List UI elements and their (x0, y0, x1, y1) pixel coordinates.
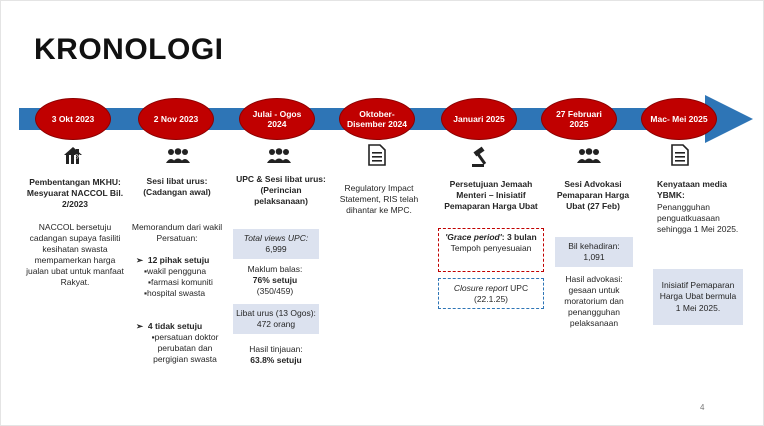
milestone-oval: Januari 2025 (441, 98, 517, 140)
col7-box: Inisiatif Pemaparan Harga Ubat bermula 1… (653, 269, 743, 325)
disagree-label-text: 4 tidak setuju (147, 321, 203, 331)
svg-text:%: % (75, 153, 82, 161)
price-chart-icon: % (64, 147, 82, 164)
milestone-date: Januari 2025 (453, 113, 505, 124)
milestone-oval: Mac- Mei 2025 (641, 98, 717, 140)
col7-heading: Kenyataan media YBMK: (657, 179, 727, 200)
feedback-label: Maklum balas: (247, 264, 303, 274)
milestone-date: Mac- Mei 2025 (650, 113, 708, 124)
col6-heading: Sesi Advokasi Pemaparan Harga Ubat (27 F… (556, 179, 630, 212)
col1-heading: Pembentangan MKHU: Mesyuarat NACCOL Bil.… (26, 177, 124, 210)
col2-intro: Memorandum dari wakil Persatuan: (131, 222, 223, 244)
col3-heading: UPC & Sesi libat urus: (Perincian pelaks… (236, 174, 326, 207)
group-icon (577, 148, 601, 163)
attendance-box: Bil kehadiran: 1,091 (555, 237, 633, 267)
group-icon (267, 148, 291, 163)
slide-title: KRONOLOGI (34, 33, 224, 66)
document-icon (368, 144, 386, 166)
milestone-oval: Julai - Ogos 2024 (239, 98, 315, 140)
agree-label-text: 12 pihak setuju (147, 255, 210, 265)
col4-body: Regulatory Impact Statement, RIS telah d… (339, 183, 419, 216)
attendance-value: 1,091 (583, 252, 605, 262)
libat-urus-text: Libat urus (13 Ogos): 472 orang (236, 307, 316, 329)
milestone-date: 3 Okt 2023 (51, 113, 95, 124)
group-icon (166, 148, 190, 163)
closure-label: Closure report (453, 283, 508, 293)
milestone-oval: Oktober-Disember 2024 (339, 98, 415, 140)
grace-period-box: 'Grace period': 3 bulan Tempoh penyesuai… (438, 228, 544, 272)
milestone-date: Oktober-Disember 2024 (346, 108, 407, 129)
document-icon (671, 144, 689, 166)
list-item: ▪wakil pengguna (144, 265, 207, 276)
page-number: 4 (700, 403, 705, 412)
col5-heading: Persetujuan Jemaah Menteri – Inisiatif P… (444, 179, 538, 212)
gavel-icon (472, 146, 487, 167)
libat-urus-box: Libat urus (13 Ogos): 472 orang (233, 304, 319, 334)
col7-box-text: Inisiatif Pemaparan Harga Ubat bermula 1… (659, 280, 737, 313)
milestone-date: 2 Nov 2023 (153, 113, 199, 124)
feedback-value: 76% setuju (252, 275, 298, 286)
feedback-block: Maklum balas: 76% setuju (350/459) (235, 264, 315, 297)
milestone-date: 27 Februari 2025 (556, 108, 602, 129)
list-item: ▪persatuan doktor perubatan dan pergigia… (151, 331, 219, 364)
survey-block: Hasil tinjauan: 63.8% setuju (233, 344, 319, 366)
views-value: 6,999 (265, 244, 287, 254)
milestone-oval: 27 Februari 2025 (541, 98, 617, 140)
attendance-label: Bil kehadiran: (568, 240, 620, 251)
feedback-count: (350/459) (256, 286, 294, 297)
col1-body: NACCOL bersetuju cadangan supaya fasilit… (26, 222, 124, 288)
views-box: Total views UPC: 6,999 (233, 229, 319, 259)
disagree-list: ➢ 4 tidak setuju ▪persatuan doktor perub… (136, 321, 226, 365)
agree-label: ➢ 12 pihak setuju (136, 255, 210, 265)
milestone-oval: 2 Nov 2023 (138, 98, 214, 140)
closure-value: UPC (22.1.25) (473, 283, 529, 305)
survey-value: 63.8% setuju (250, 355, 302, 366)
grace-label: 'Grace period' (445, 232, 502, 242)
agree-list: ➢ 12 pihak setuju ▪wakil pengguna ▪farma… (136, 255, 226, 299)
grace-sub: Tempoh penyesuaian (450, 243, 532, 254)
milestone-date: Julai - Ogos 2024 (252, 108, 302, 129)
list-item: ▪hospital swasta (144, 287, 206, 298)
col2-heading: Sesi libat urus: (Cadangan awal) (143, 176, 211, 198)
col6-result: Hasil advokasi: gesaan untuk moratorium … (564, 274, 624, 329)
closure-report-box: Closure report UPC (22.1.25) (438, 278, 544, 309)
survey-label: Hasil tinjauan: (249, 344, 303, 354)
milestone-oval: 3 Okt 2023 (35, 98, 111, 140)
disagree-label: ➢ 4 tidak setuju (136, 321, 203, 331)
views-label: Total views UPC: (243, 232, 309, 243)
grace-value: : 3 bulan (501, 232, 537, 242)
list-item: ▪farmasi komuniti (148, 276, 213, 287)
col7-body: Penangguhan penguatkuasaan sehingga 1 Me… (657, 202, 739, 234)
